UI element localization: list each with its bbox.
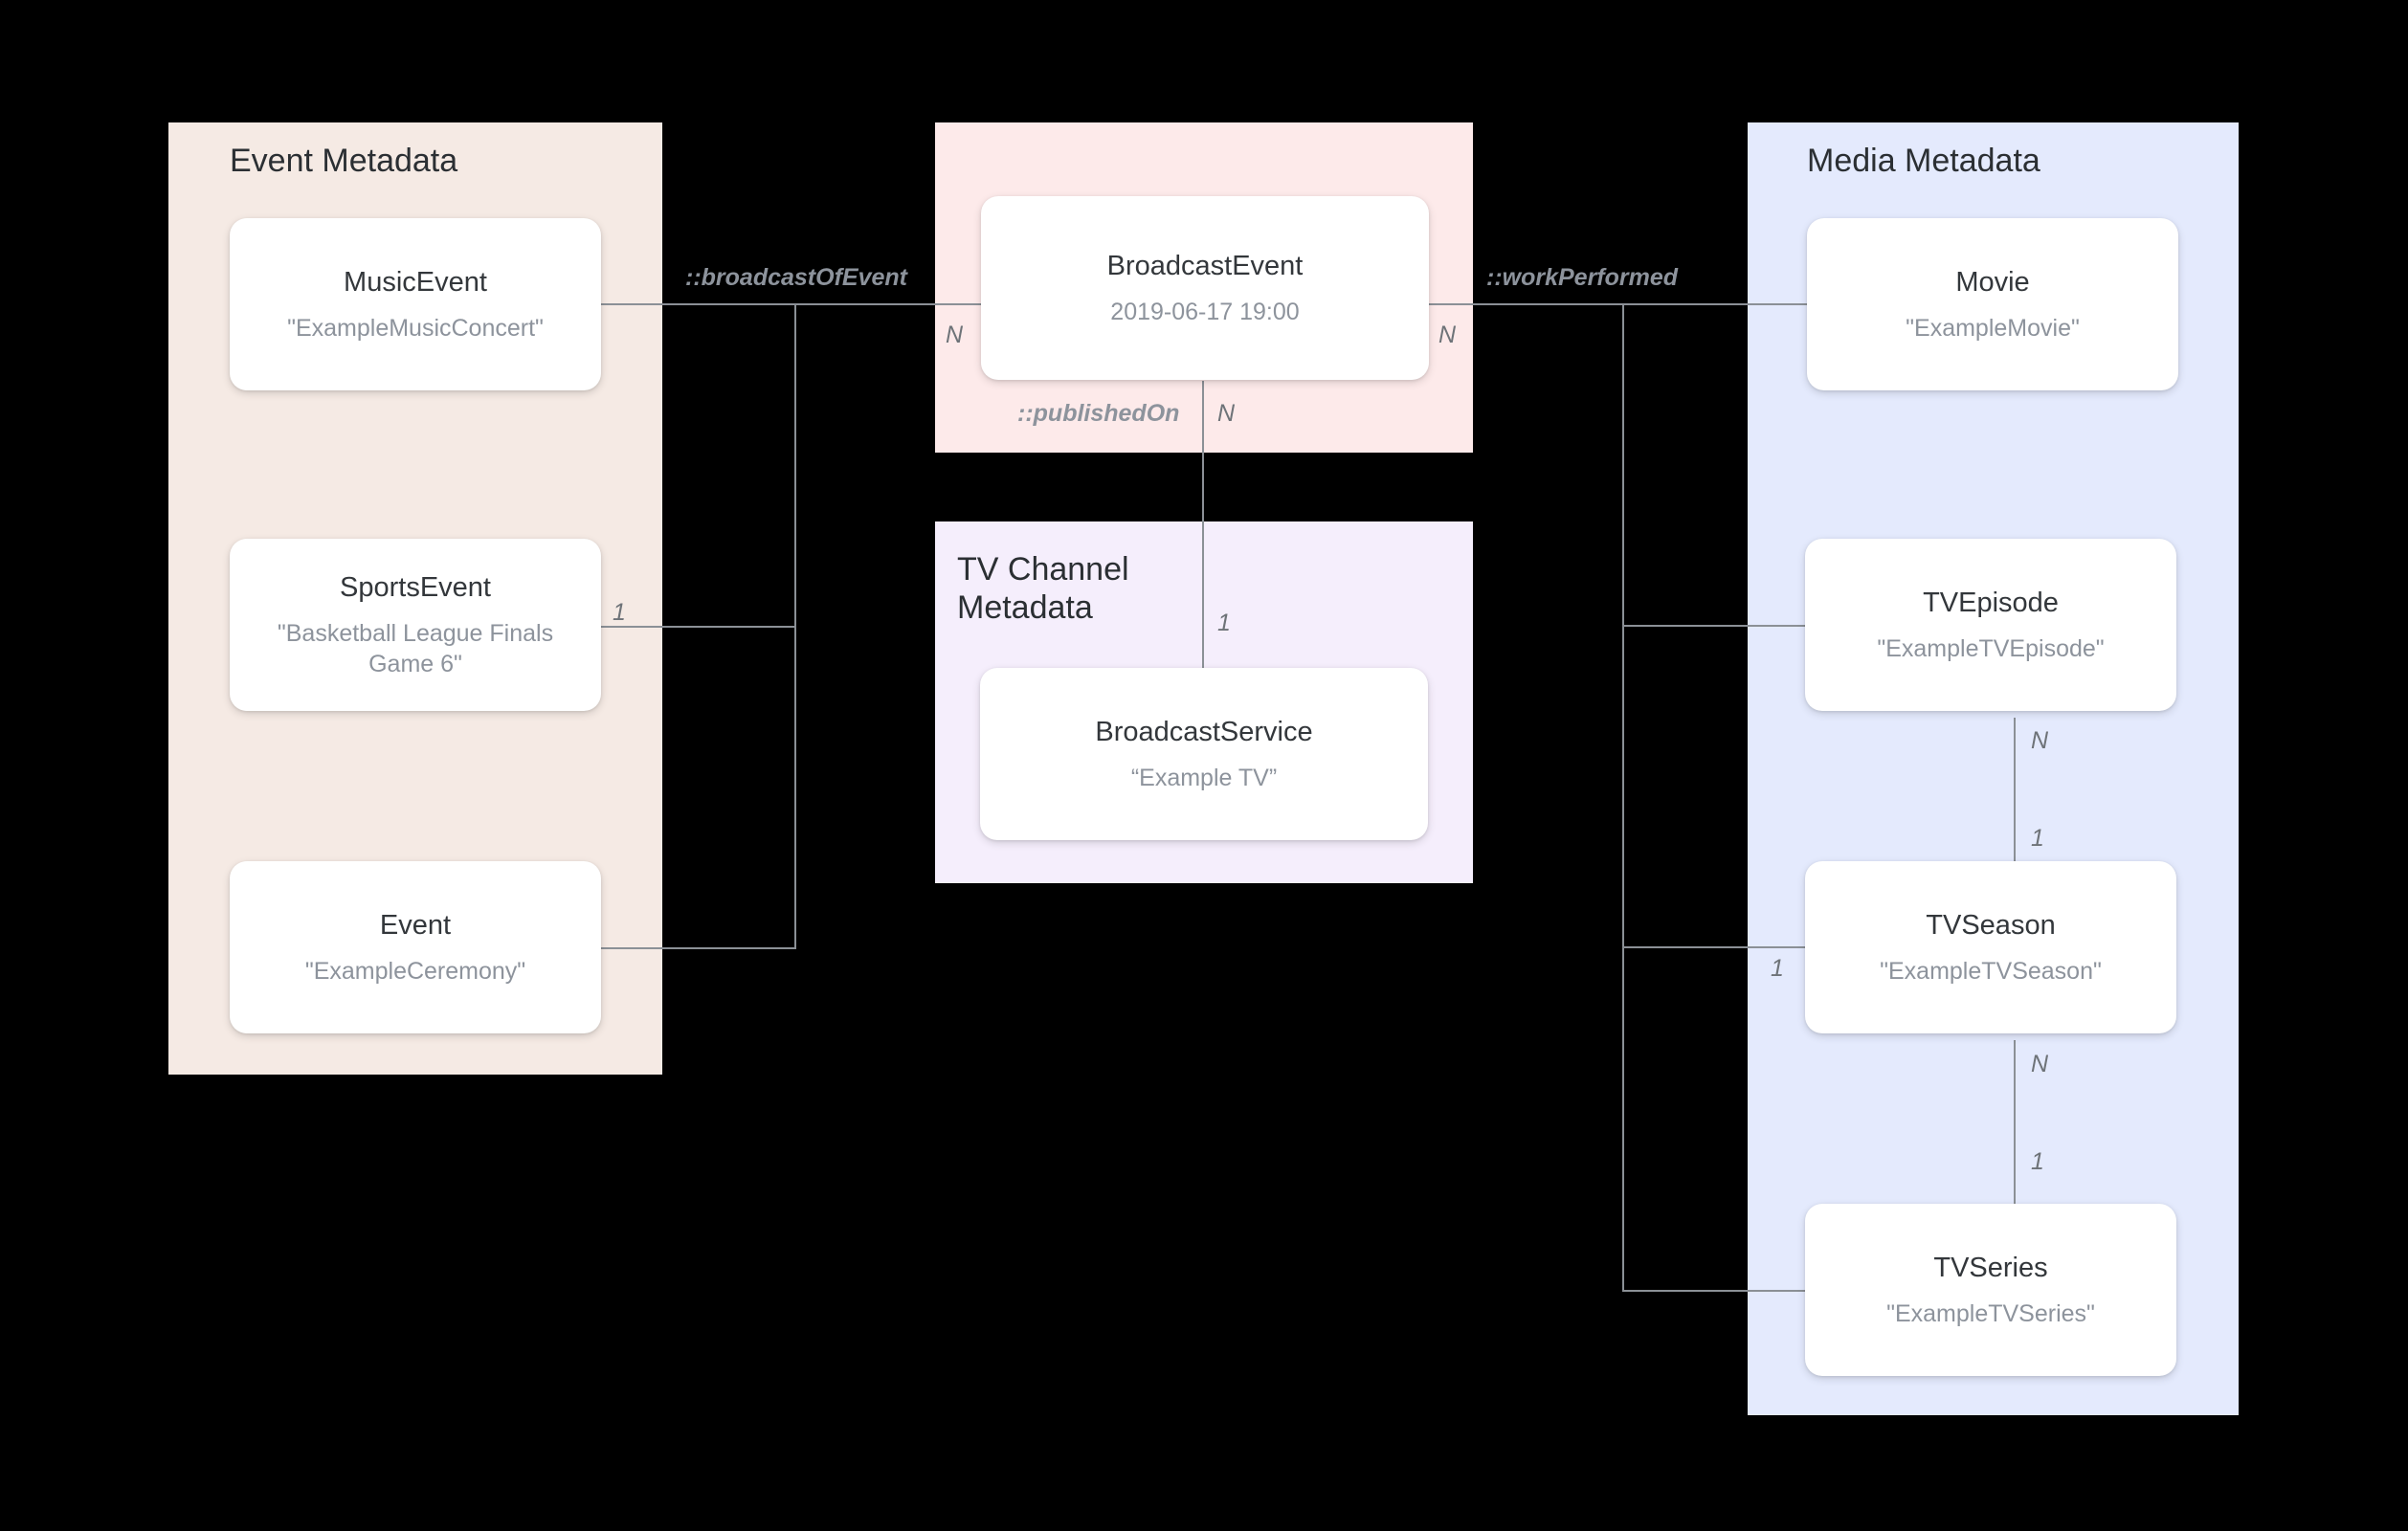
entity-value-broadcast-service: “Example TV” [1130, 765, 1278, 792]
connector-music-event-stub [597, 303, 796, 305]
entity-value-music-event: "ExampleMusicConcert" [287, 315, 544, 343]
entity-value-tv-season: "ExampleTVSeason" [1880, 958, 2102, 986]
entity-value-tv-episode: "ExampleTVEpisode" [1877, 635, 2105, 663]
cardinality-episode-to-season-n: N [2031, 727, 2049, 754]
entity-name-sports-event: SportsEvent [340, 571, 491, 603]
entity-value-event: "ExampleCeremony" [304, 958, 526, 986]
cardinality-published-on-n: N [1217, 400, 1236, 427]
entity-value-movie: "ExampleMovie" [1906, 315, 2080, 343]
connector-sports-event-stub [597, 626, 796, 628]
cardinality-season-from-episode-one: 1 [2031, 825, 2044, 852]
entity-value-broadcast-event: 2019-06-17 19:00 [1110, 299, 1300, 326]
entity-card-broadcast-service[interactable]: BroadcastService “Example TV” [980, 668, 1428, 840]
entity-value-sports-event: "Basketball League Finals Game 6" [277, 620, 554, 678]
relation-label-work-performed: ::workPerformed [1486, 264, 1679, 291]
cardinality-tv-season-one: 1 [1771, 955, 1784, 982]
entity-name-tv-season: TVSeason [1926, 909, 2056, 941]
entity-card-broadcast-event[interactable]: BroadcastEvent 2019-06-17 19:00 [981, 196, 1429, 380]
entity-card-tv-episode[interactable]: TVEpisode "ExampleTVEpisode" [1805, 539, 2176, 711]
cardinality-series-from-season-one: 1 [2031, 1148, 2044, 1175]
cardinality-broadcast-event-right: N [1438, 322, 1457, 348]
connector-published-on [1202, 381, 1204, 668]
entity-name-movie: Movie [1955, 266, 2030, 298]
entity-name-tv-series: TVSeries [1933, 1252, 2048, 1283]
connector-broadcast-event-to-right-trunk [1429, 303, 1624, 305]
connector-trunk-to-tv-season [1622, 946, 1809, 948]
entity-name-music-event: MusicEvent [344, 266, 487, 298]
cardinality-sports-event-one: 1 [613, 599, 626, 626]
entity-card-movie[interactable]: Movie "ExampleMovie" [1807, 218, 2178, 390]
entity-value-tv-series: "ExampleTVSeries" [1886, 1300, 2095, 1328]
connector-event-trunk [794, 303, 796, 949]
connector-trunk-to-tv-series [1622, 1290, 1809, 1292]
connector-episode-to-season [2014, 718, 2016, 899]
entity-card-event[interactable]: Event "ExampleCeremony" [230, 861, 601, 1033]
relation-label-broadcast-of-event: ::broadcastOfEvent [685, 264, 907, 291]
entity-card-music-event[interactable]: MusicEvent "ExampleMusicConcert" [230, 218, 601, 390]
entity-name-event: Event [379, 909, 452, 941]
cardinality-broadcast-event-left: N [946, 322, 964, 348]
connector-season-to-series [2014, 1040, 2016, 1222]
cardinality-broadcast-service-one: 1 [1217, 610, 1231, 636]
connector-event-stub [597, 947, 796, 949]
connector-trunk-to-broadcast-event [794, 303, 981, 305]
relation-label-published-on: ::publishedOn [1017, 400, 1180, 427]
group-title-tv-channel: TV Channel Metadata [957, 551, 1129, 627]
group-title-media-metadata: Media Metadata [1807, 143, 2040, 179]
group-title-event-metadata: Event Metadata [230, 143, 458, 179]
entity-card-sports-event[interactable]: SportsEvent "Basketball League Finals Ga… [230, 539, 601, 711]
entity-card-tv-season[interactable]: TVSeason "ExampleTVSeason" [1805, 861, 2176, 1033]
entity-name-tv-episode: TVEpisode [1923, 587, 2059, 618]
cardinality-season-to-series-n: N [2031, 1051, 2049, 1077]
entity-name-broadcast-service: BroadcastService [1095, 716, 1313, 747]
connector-trunk-to-tv-episode [1622, 625, 1809, 627]
connector-media-trunk [1622, 303, 1624, 1292]
entity-name-broadcast-event: BroadcastEvent [1106, 250, 1304, 281]
entity-card-tv-series[interactable]: TVSeries "ExampleTVSeries" [1805, 1204, 2176, 1376]
connector-trunk-to-movie [1622, 303, 1809, 305]
